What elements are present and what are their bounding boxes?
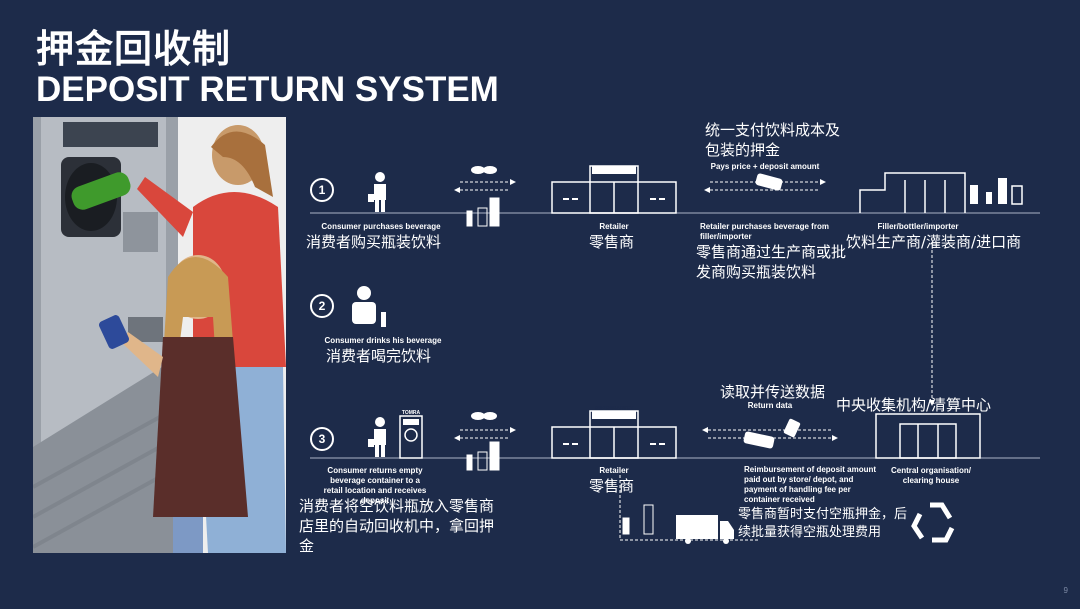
supermarket-sign-bottom: SUPERMARKET (594, 406, 634, 412)
step-number-2: 2 (310, 294, 334, 318)
step1-en: Consumer purchases beverage (321, 222, 441, 231)
retailer-bottom-en: Retailer (599, 466, 629, 475)
filler-cn: 饮料生产商/灌装商/进口商 (846, 233, 1022, 251)
recycle-icon (911, 502, 955, 543)
return-data-en: Return data (747, 401, 793, 410)
reimbursement-en: Reimbursement of deposit amount paid out… (744, 465, 877, 504)
step3-en: Consumer returns empty beverage containe… (323, 466, 427, 505)
step2-cn: 消费者喝完饮料 (326, 347, 432, 365)
logistics-cn: 零售商暂时支付空瓶押金，后续批量获得空瓶处理费用 (738, 507, 908, 540)
central-cn: 中央收集机构/清算中心 (836, 396, 992, 414)
step1-cn: 消费者购买瓶装饮料 (306, 233, 442, 251)
page-title-cn: 押金回收制 (36, 27, 232, 71)
step-number-1: 1 (310, 178, 334, 202)
step-number-3: 3 (310, 427, 334, 451)
page-number: 9 (1063, 586, 1068, 595)
return-data-cn: 读取并传送数据 (720, 383, 826, 401)
machine-label: TOMRA (401, 410, 421, 416)
retailer-purchase-cn: 零售商通过生产商或批发商购买瓶装饮料 (696, 243, 847, 281)
payment-top-en: Pays price + deposit amount (710, 162, 820, 171)
filler-en: Filler/bottler/importer (877, 222, 959, 231)
step2-en: Consumer drinks his beverage (324, 336, 442, 345)
page-title-en: DEPOSIT RETURN SYSTEM (36, 70, 499, 109)
photo-reverse-vending (33, 117, 286, 553)
payment-top-cn: 统一支付饮料成本及包装的押金 (705, 121, 841, 159)
retailer-bottom-cn: 零售商 (589, 477, 635, 495)
retailer-top-cn: 零售商 (589, 233, 635, 251)
step3-cn: 消费者将空饮料瓶放入零售商店里的自动回收机中，拿回押金 (299, 497, 495, 555)
supermarket-sign-top: SUPERMARKET (594, 161, 634, 167)
central-en: Central organisation/ clearing house (890, 466, 971, 485)
retailer-top-en: Retailer (599, 222, 629, 231)
retailer-purchase-en: Retailer purchases beverage from filler/… (700, 222, 829, 241)
